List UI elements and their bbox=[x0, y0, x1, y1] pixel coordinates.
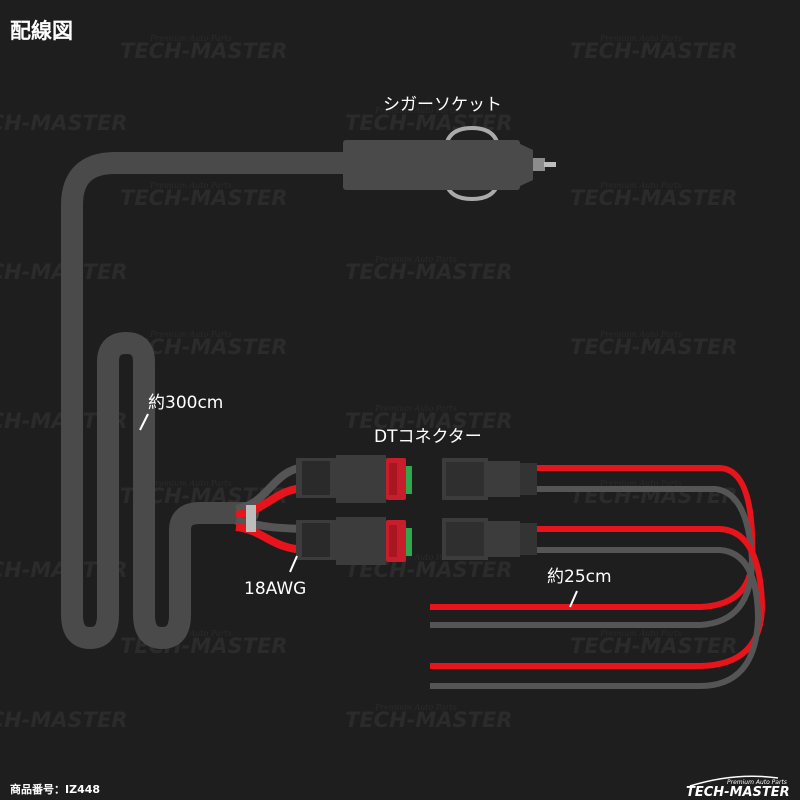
plug-body bbox=[343, 140, 520, 190]
svg-text:TECH-MASTER: TECH-MASTER bbox=[570, 634, 738, 658]
svg-text:Premium Auto Parts: Premium Auto Parts bbox=[374, 106, 457, 115]
dt-connector-male-bottom bbox=[296, 517, 412, 565]
svg-text:TECH-MASTER: TECH-MASTER bbox=[570, 39, 738, 63]
logo-brand: TECH-MASTER bbox=[686, 785, 790, 800]
output-leads bbox=[430, 465, 766, 689]
cable-length-leader bbox=[139, 413, 149, 431]
cigar-socket-label: シガーソケット bbox=[383, 95, 502, 115]
svg-text:Premium Auto Parts: Premium Auto Parts bbox=[599, 479, 682, 488]
watermark-4: TECH-MASTER bbox=[0, 111, 128, 135]
lead-length-label: 約25cm bbox=[547, 567, 612, 587]
svg-text:TECH-MASTER: TECH-MASTER bbox=[0, 708, 128, 732]
dt-connector-female-bottom bbox=[442, 518, 537, 560]
svg-text:TECH-MASTER: TECH-MASTER bbox=[570, 335, 738, 359]
cable-length-label: 約300cm bbox=[148, 393, 223, 413]
svg-text:TECH-MASTER: TECH-MASTER bbox=[345, 260, 513, 284]
svg-text:Premium Auto Parts: Premium Auto Parts bbox=[149, 629, 232, 638]
dt-connector-male-top bbox=[296, 455, 412, 503]
logo-tagline: Premium Auto Parts bbox=[727, 779, 787, 786]
main-cable bbox=[61, 152, 356, 649]
svg-text:Premium Auto Parts: Premium Auto Parts bbox=[374, 404, 457, 413]
pigtail-wires bbox=[235, 463, 306, 554]
plug-tip bbox=[533, 158, 545, 171]
svg-text:Premium Auto Parts: Premium Auto Parts bbox=[149, 479, 232, 488]
brand-logo: Premium Auto Parts TECH-MASTER bbox=[686, 775, 790, 800]
svg-text:TECH-MASTER: TECH-MASTER bbox=[570, 186, 738, 210]
svg-text:Premium Auto Parts: Premium Auto Parts bbox=[149, 330, 232, 339]
svg-text:TECH-MASTER: TECH-MASTER bbox=[345, 409, 513, 433]
svg-text:Premium Auto Parts: Premium Auto Parts bbox=[374, 255, 457, 264]
lead-length-leader bbox=[569, 590, 578, 608]
svg-text:TECH-MASTER: TECH-MASTER bbox=[0, 111, 128, 135]
svg-text:Premium Auto Parts: Premium Auto Parts bbox=[149, 34, 232, 43]
product-code: 商品番号：IZ448 bbox=[10, 782, 100, 796]
svg-text:TECH-MASTER: TECH-MASTER bbox=[345, 708, 513, 732]
watermark-20: TECH-MASTER bbox=[0, 708, 128, 732]
svg-text:Premium Auto Parts: Premium Auto Parts bbox=[374, 553, 457, 562]
plug-pin bbox=[544, 162, 556, 167]
logo-swoosh bbox=[689, 775, 779, 787]
svg-text:TECH-MASTER: TECH-MASTER bbox=[120, 39, 288, 63]
plug-taper bbox=[518, 143, 533, 187]
spring-clip bbox=[444, 125, 500, 202]
dt-connector-label: DTコネクター bbox=[374, 427, 482, 447]
svg-text:Premium Auto Parts: Premium Auto Parts bbox=[599, 330, 682, 339]
cigar-plug bbox=[343, 125, 556, 202]
dt-connector-female-top bbox=[442, 458, 537, 500]
wire-gauge-label: 18AWG bbox=[244, 579, 306, 599]
diagram-title: 配線図 bbox=[10, 19, 73, 43]
svg-text:Premium Auto Parts: Premium Auto Parts bbox=[149, 181, 232, 190]
wire-gauge-leader bbox=[289, 555, 298, 573]
svg-text:TECH-MASTER: TECH-MASTER bbox=[120, 186, 288, 210]
svg-text:Premium Auto Parts: Premium Auto Parts bbox=[599, 629, 682, 638]
svg-text:Premium Auto Parts: Premium Auto Parts bbox=[599, 34, 682, 43]
svg-text:Premium Auto Parts: Premium Auto Parts bbox=[599, 181, 682, 190]
svg-text:Premium Auto Parts: Premium Auto Parts bbox=[374, 703, 457, 712]
